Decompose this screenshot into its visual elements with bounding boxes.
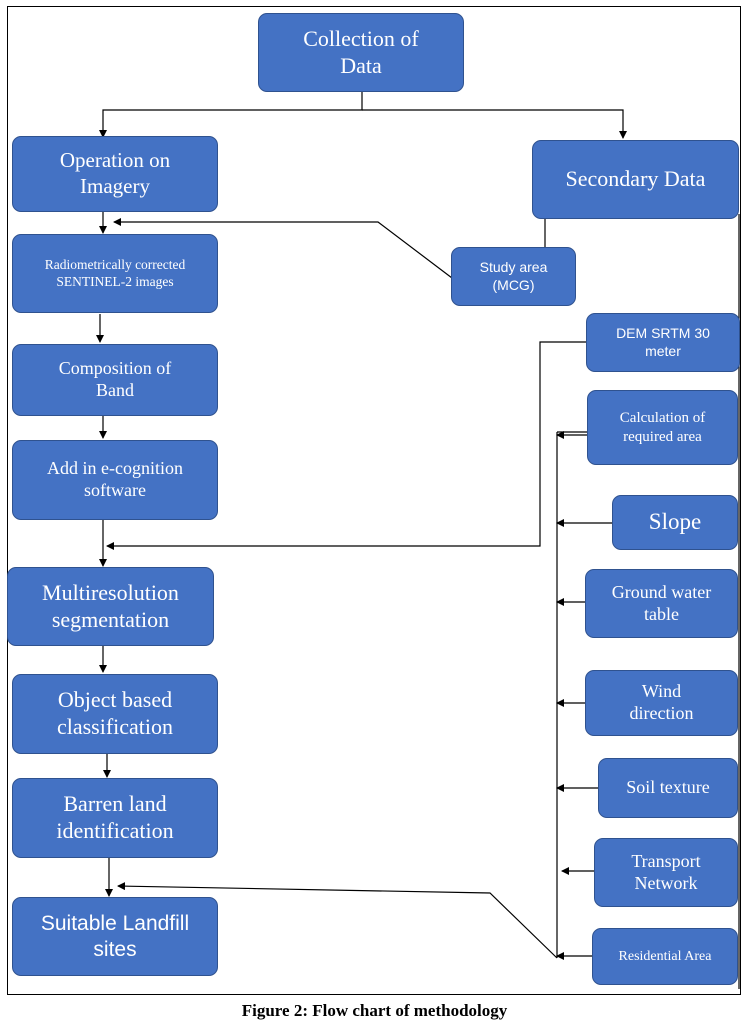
- node-collection-of-data: Collection of Data: [258, 13, 464, 92]
- node-radiometric-images: Radiometrically corrected SENTINEL-2 ima…: [12, 234, 218, 313]
- node-dem-srtm: DEM SRTM 30 meter: [586, 313, 740, 372]
- node-soil-texture: Soil texture: [598, 758, 738, 818]
- node-composition-of-band: Composition of Band: [12, 344, 218, 416]
- node-study-area: Study area (MCG): [451, 247, 576, 306]
- node-secondary-data: Secondary Data: [532, 140, 739, 219]
- edge-collection-split: [99, 92, 363, 138]
- edge-studyarea-radiometric: [113, 218, 453, 279]
- node-residential-area: Residential Area: [592, 928, 738, 985]
- node-barren-land-identification: Barren land identification: [12, 778, 218, 858]
- figure-caption: Figure 2: Flow chart of methodology: [241, 1001, 508, 1020]
- node-suitable-landfill-sites: Suitable Landfill sites: [12, 897, 218, 976]
- edge-dem-ecognition: [106, 341, 586, 550]
- node-transport-network: Transport Network: [594, 838, 738, 907]
- node-object-based-classification: Object based classification: [12, 674, 218, 754]
- edge-collection-secondary: [362, 109, 627, 139]
- node-multiresolution-segmentation: Multiresolution segmentation: [7, 567, 214, 646]
- node-operation-on-imagery: Operation on Imagery: [12, 136, 218, 212]
- node-calculation-required-area: Calculation of required area: [587, 390, 738, 465]
- node-slope: Slope: [612, 495, 738, 550]
- node-wind-direction: Wind direction: [585, 670, 738, 736]
- node-add-in-ecognition: Add in e-cognition software: [12, 440, 218, 520]
- node-ground-water-table: Ground water table: [585, 569, 738, 638]
- edge-bus-suitable: [117, 882, 558, 959]
- diagram-frame: [7, 6, 741, 995]
